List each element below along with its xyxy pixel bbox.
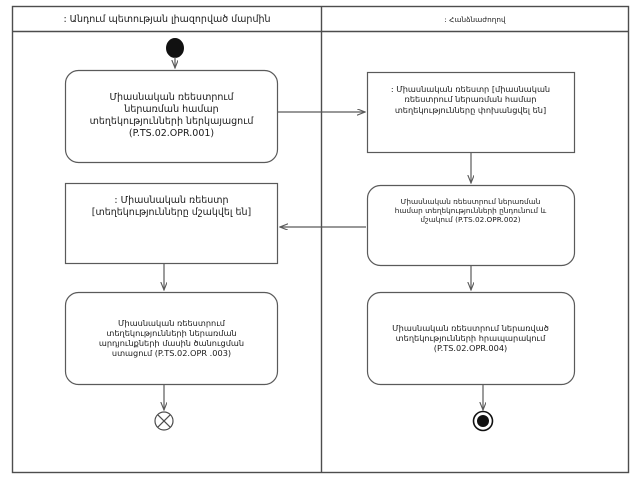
lane-header-right-label: : Հանձնաժողով [444, 14, 506, 24]
activity-final-node [472, 410, 494, 432]
action-node-4 [366, 291, 576, 386]
initial-node [166, 38, 184, 58]
object-node-2 [64, 182, 279, 265]
action-node-3 [64, 291, 279, 386]
lane-header-left: : Անդում պետության լիազորված մարմին [13, 7, 321, 31]
object-node-1 [366, 71, 576, 154]
action-node-1 [64, 69, 279, 164]
action-node-2 [366, 184, 576, 267]
lane-header-right: : Հանձնաժողով [322, 7, 628, 31]
lane-header-left-label: : Անդում պետության լիազորված մարմին [63, 13, 271, 25]
flow-final-node [154, 411, 174, 431]
